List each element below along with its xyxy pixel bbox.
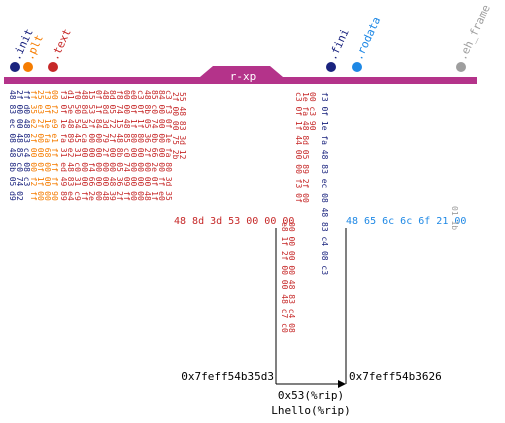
eh-frame-dot xyxy=(456,62,466,72)
text-bytes: f3 0f 1e fa 31 ed 49 89 d1 5e 48 89 e2 4… xyxy=(59,90,317,333)
reference-callout xyxy=(275,228,347,385)
init-byte-column: 48 83 ec 08 48 8b 05 d9 xyxy=(8,90,17,201)
section-marker-fini: .fini xyxy=(326,27,352,72)
eh-frame-section-label: .eh_frame xyxy=(456,3,493,63)
text-byte-column: e0 0f 1f 80 00 00 00 00 xyxy=(129,90,138,201)
init-dot xyxy=(10,62,20,72)
text-byte-column: f0 50 54 45 31 c0 31 c9 xyxy=(73,90,82,201)
fini-bytes: f3 0f 1e fa 48 83 ec 08 48 83 c4 08 c3 xyxy=(320,92,329,275)
rodata-dot xyxy=(352,62,362,72)
init-byte-column: ff d0 48 83 c4 08 c3 xyxy=(22,90,31,187)
text-byte-column: 85 c0 74 0b 66 2e 0f 1f xyxy=(150,90,159,201)
text-byte-column: 55 48 83 3d 12 xyxy=(178,92,187,160)
text-byte-column: e8 1f 2f 00 00 48 c7 c0 xyxy=(280,222,289,333)
section-marker-text: .text xyxy=(48,27,74,72)
text-byte-column: 0f 1f 84 00 00 00 00 00 xyxy=(94,90,103,201)
segment-band xyxy=(4,77,477,84)
text-byte-column: 00 00 00 00 48 83 c4 08 xyxy=(287,222,296,333)
callout-left-address: 0x7feff54b35d3 xyxy=(181,370,274,383)
text-byte-column: 00 c3 90 xyxy=(308,92,317,131)
plt-bytes: ff 35 e2 2f 00 00 f2 ff 25 e3 2f 00 00 0… xyxy=(29,90,59,201)
text-byte-column: 1e fa 48 8d 05 89 2f 00 xyxy=(301,92,310,203)
plt-byte-column: ff 35 e2 2f 00 00 f2 ff xyxy=(29,90,38,201)
callout-operand: 0x53(%rip) xyxy=(278,389,344,402)
section-marker-rodata: .rodata xyxy=(352,15,383,72)
text-byte-column: 48 8b 05 36 2f 00 00 48 xyxy=(143,90,152,201)
callout-right-address: 0x7feff54b3626 xyxy=(349,370,442,383)
segment-label: r-xp xyxy=(230,70,257,83)
text-dot xyxy=(48,62,58,72)
rodata-bytes: 48 65 6c 6c 6f 21 00 xyxy=(346,216,466,227)
section-marker-eh-frame: .eh_frame xyxy=(456,3,493,72)
text-byte-column: d1 5e 48 89 e2 48 83 e4 xyxy=(66,90,75,201)
fini-dot xyxy=(326,62,336,72)
text-byte-column: f8 74 15 48 8b 05 36 2f xyxy=(115,90,124,201)
rodata-section-label: .rodata xyxy=(352,15,383,63)
segment-label-tab xyxy=(200,66,283,77)
plt-dot xyxy=(23,62,33,72)
text-byte-column: 48 8d 3d 79 2f 00 00 48 xyxy=(101,90,110,201)
callout-symbol: Lhello(%rip) xyxy=(271,404,350,417)
lea-instruction-bytes: 48 8d 3d 53 00 00 00 xyxy=(174,216,294,227)
init-bytes: 48 83 ec 08 48 8b 05 d9 2f 00 00 48 85 c… xyxy=(8,90,31,201)
fini-section-label: .fini xyxy=(326,27,352,63)
plt-byte-column: 25 e3 2f 00 00 0f 1f 00 xyxy=(36,90,45,201)
text-byte-column: 8d 05 72 2f 00 00 48 39 xyxy=(108,90,117,201)
init-byte-column: 2f 00 00 48 85 c0 74 02 xyxy=(15,90,24,201)
text-byte-column: c3 0f 1f 80 00 00 00 00 xyxy=(136,90,145,201)
text-byte-column: 48 8d 3d ca 00 00 00 ff xyxy=(80,90,89,201)
eh-frame-bytes: 01 1b xyxy=(450,206,459,230)
text-byte-column: 2f 00 00 75 2b xyxy=(171,92,180,160)
text-byte-column: 00 00 48 85 c0 74 09 ff xyxy=(122,90,131,201)
text-byte-column: 84 00 00 00 00 00 ff e0 xyxy=(157,90,166,201)
text-byte-column: c3 f3 0f 1e fa 80 3d 35 xyxy=(164,90,173,201)
text-byte-column: 15 53 2f 00 00 f4 66 2e xyxy=(87,90,96,201)
plt-byte-column: f3 0f 1e fa 68 00 00 00 xyxy=(43,90,52,201)
text-byte-column: c3 0f 1f 44 00 00 f3 0f xyxy=(294,92,303,203)
text-section-label: .text xyxy=(48,27,74,63)
fini-byte-column: f3 0f 1e fa 48 83 ec 08 48 83 c4 08 c3 xyxy=(320,92,329,275)
text-byte-column: f3 0f 1e fa 31 ed 49 89 xyxy=(59,90,68,201)
callout-arrowhead xyxy=(338,380,346,388)
plt-byte-column: 00 f2 e9 e1 ff ff ff 90 xyxy=(50,90,59,201)
